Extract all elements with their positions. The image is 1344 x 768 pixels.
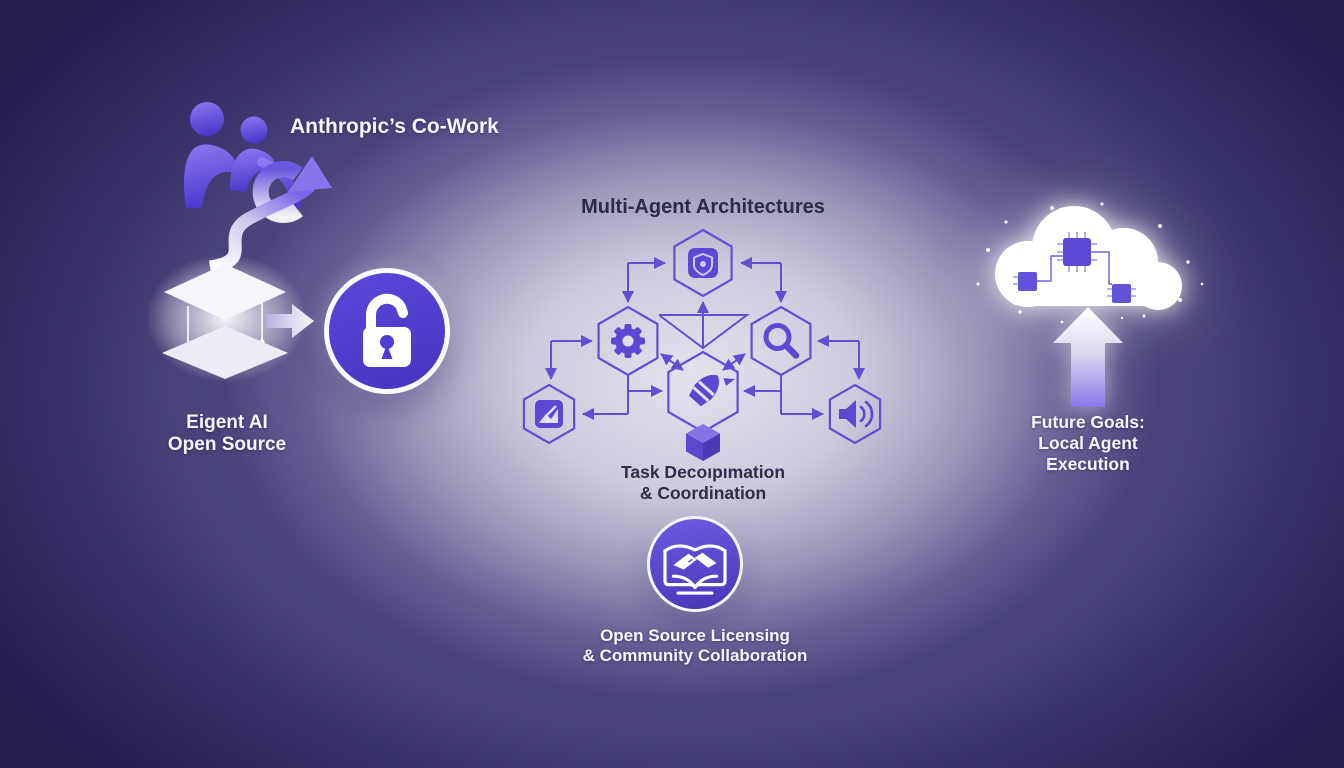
book-handshake-badge (647, 516, 743, 612)
speaker-icon (839, 400, 874, 428)
task-caption-line1: Task Decoıpımation (620, 462, 786, 482)
future-goals-line1: Future Goals: (1031, 412, 1145, 432)
cube-icon (686, 424, 720, 461)
multi-agent-title: Multi-Agent Architectures (581, 196, 825, 218)
future-goals-caption: Future Goals: Local Agent Execution (1008, 412, 1168, 475)
rocket-icon (689, 374, 735, 407)
letter-c-icon (252, 161, 303, 223)
search-icon (763, 323, 800, 359)
multi-agent-flowchart (522, 228, 882, 461)
arrow-right-icon (266, 304, 314, 338)
arrow-up-icon (1053, 307, 1123, 407)
image-transform-icon (535, 400, 563, 428)
people-icon (184, 102, 301, 209)
task-caption: Task Decoıpımation & Coordination (563, 462, 843, 504)
eigent-ai-caption-line2: Open Source (167, 434, 287, 455)
eigent-ai-caption-line1: Eigent AI (186, 412, 268, 433)
task-caption-line2: & Coordination (639, 483, 767, 503)
future-goals-line3: Execution (1046, 454, 1130, 474)
agent-badge-icon (688, 248, 718, 278)
stacked-diamonds-icon (148, 254, 306, 382)
open-padlock-icon (363, 293, 411, 367)
gear-icon (611, 324, 645, 358)
anthropic-co-work-label: Anthropic’s Co-Work (290, 115, 499, 138)
osl-caption-line1: Open Source Licensing (600, 626, 790, 645)
osl-caption-line2: & Community Collaboration (582, 646, 808, 665)
open-source-licensing-caption: Open Source Licensing & Community Collab… (545, 626, 845, 666)
future-goals-line2: Local Agent (1038, 433, 1138, 453)
book-handshake-icon (663, 544, 727, 595)
cloud-network-icon (976, 202, 1204, 324)
eigent-ai-caption: Eigent AI Open Source (127, 412, 327, 456)
open-padlock-badge (324, 268, 450, 394)
